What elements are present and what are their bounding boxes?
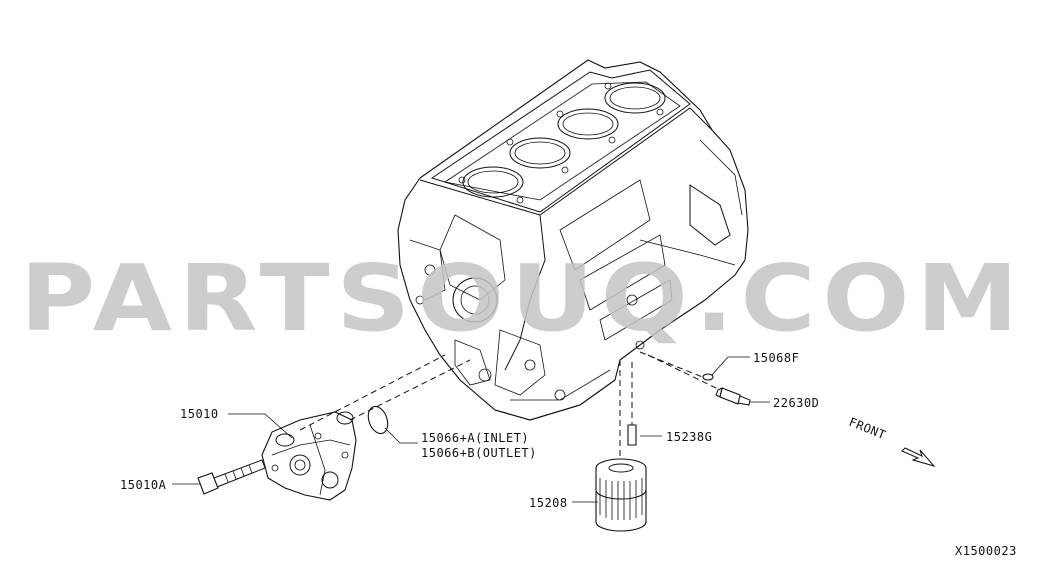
bolt	[197, 459, 266, 495]
leader-lines	[172, 356, 770, 503]
callout-15068f: 15068F	[753, 351, 799, 365]
callout-22630d: 22630D	[773, 396, 819, 410]
front-label: FRONT	[847, 415, 888, 442]
watermark: PARTSOUQ.COM	[20, 245, 1025, 352]
callout-15010: 15010	[180, 407, 219, 421]
oil-filter	[595, 458, 647, 532]
callout-15066a: 15066+A(INLET)	[421, 431, 529, 445]
engine-block	[397, 59, 749, 421]
connector-tube	[627, 424, 637, 446]
callout-15066b: 15066+B(OUTLET)	[421, 446, 537, 460]
callout-15208: 15208	[529, 496, 568, 510]
sensor	[715, 387, 751, 406]
front-marker: FRONT	[847, 415, 936, 467]
callout-15238g: 15238G	[666, 430, 712, 444]
callout-15010a: 15010A	[120, 478, 167, 492]
washer	[702, 373, 714, 381]
gasket	[367, 405, 389, 435]
diagram-code: X1500023	[955, 544, 1017, 558]
front-arrow-icon	[901, 447, 936, 467]
